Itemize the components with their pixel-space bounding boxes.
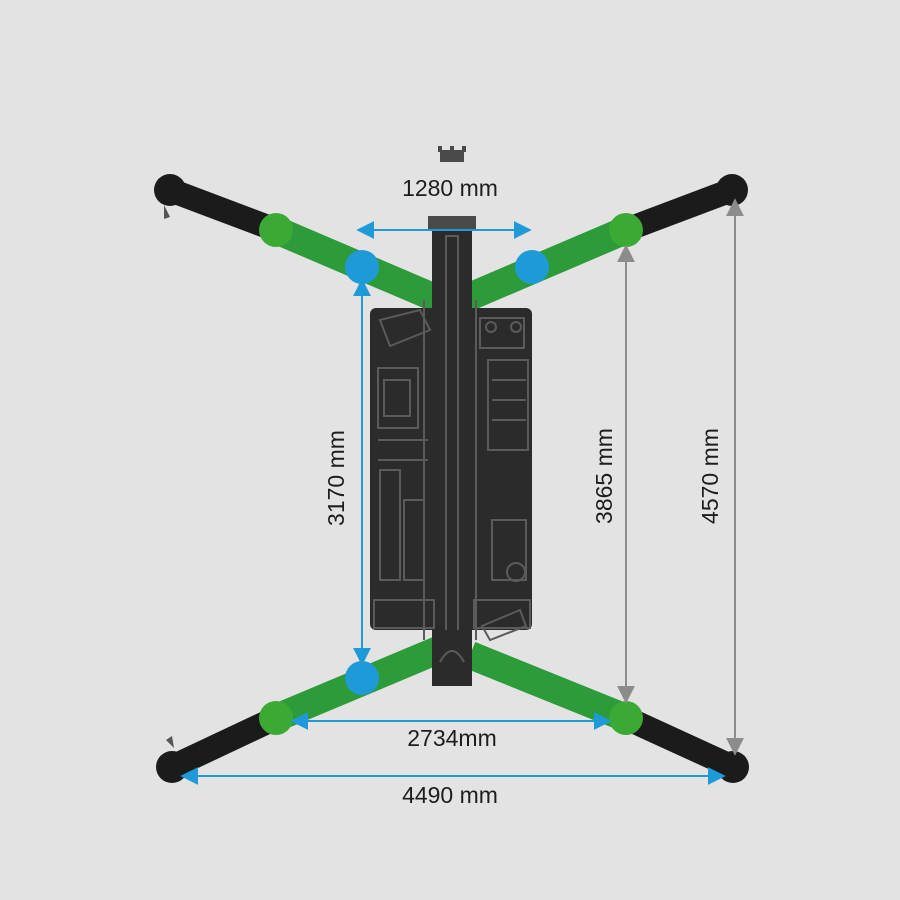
arm-top-left-outer xyxy=(158,178,288,242)
label-top-width: 1280 mm xyxy=(402,175,498,201)
foot-pad-top-left xyxy=(154,174,186,206)
hook-block-icon xyxy=(438,146,466,162)
joint-green-top-left xyxy=(259,213,293,247)
foot-pad-top-right xyxy=(716,174,748,206)
counterweight xyxy=(434,630,472,686)
foot-tab-bottom-left xyxy=(166,736,174,748)
body-details xyxy=(373,300,531,642)
label-inner-length: 3170 mm xyxy=(323,430,349,526)
boom-head xyxy=(428,216,476,230)
label-outer-length: 4570 mm xyxy=(697,428,723,524)
boom xyxy=(432,226,472,686)
joint-blue-top-left xyxy=(345,250,379,284)
joint-green-bottom-right xyxy=(609,701,643,735)
dimension-lines xyxy=(180,198,744,785)
arm-bottom-right-green xyxy=(464,642,632,731)
foot-tab-top-left xyxy=(164,205,170,219)
label-lower-width: 2734mm xyxy=(407,725,496,751)
label-outer-width: 4490 mm xyxy=(402,782,498,808)
counterweight-detail xyxy=(439,650,465,663)
joint-green-top-right xyxy=(609,213,643,247)
label-mid-length: 3865 mm xyxy=(591,428,617,524)
dimension-labels: 1280 mm 3170 mm 3865 mm 4570 mm 2734mm 4… xyxy=(323,175,723,808)
joint-blue-bottom-left xyxy=(345,661,379,695)
joint-green-bottom-left xyxy=(259,701,293,735)
arm-bottom-left-outer xyxy=(160,706,288,779)
joint-blue-top-right xyxy=(515,250,549,284)
foot-pad-bottom-left xyxy=(156,751,188,783)
foot-pad-bottom-right xyxy=(717,751,749,783)
arm-top-right-outer xyxy=(614,178,744,242)
arm-bottom-right-outer xyxy=(614,706,745,779)
machine-body xyxy=(370,146,532,686)
